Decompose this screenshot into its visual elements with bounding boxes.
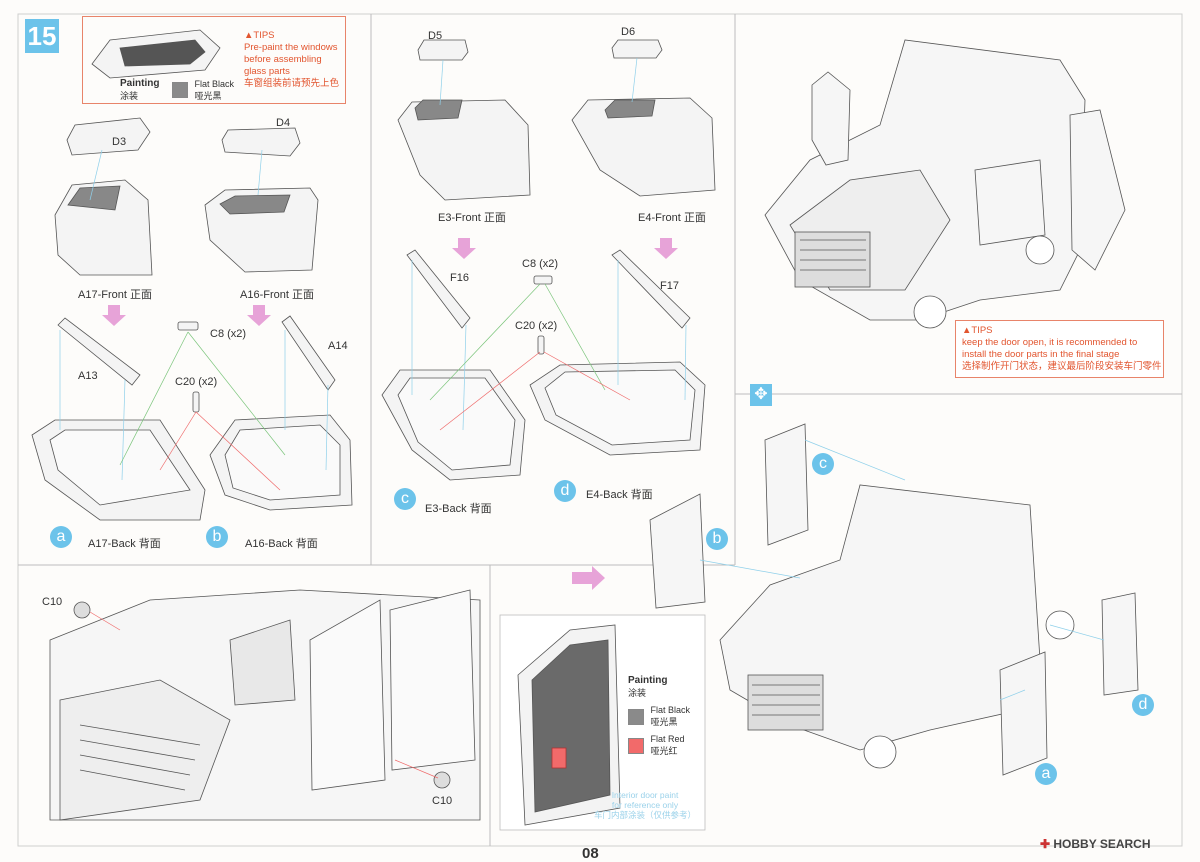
tips-line: 车窗组装前请预先上色 [244,78,340,89]
panel-label-e3-back: E3-Back 背面 [425,503,492,515]
color-name-cn: 哑光黑 [194,90,222,101]
painting-legend-interior: Painting 涂装 Flat Black 哑光黑 Flat Red 哑光红 [628,675,708,757]
part-label-c8-right: C8 (x2) [522,258,559,270]
painting-legend-top: Painting 涂装 Flat Black 哑光黑 [120,78,234,102]
flat-red-swatch [628,737,644,754]
part-label-d5: D5 [428,30,443,42]
marker-d-exploded: d [1132,694,1154,716]
tips-title: ▲TIPS [244,30,275,41]
logo-icon: ✚ [1040,837,1054,851]
marker-b: b [206,526,228,548]
part-label-c10-bottom: C10 [432,795,453,807]
marker-b-exploded: b [706,528,728,550]
color-name-cn: 哑光黑 [650,717,678,727]
open-door-icon: ✥ [750,384,772,406]
tips-line: before assembling [244,54,322,65]
flat-black-swatch [628,708,644,725]
flat-black-swatch [171,82,188,98]
panel-label-a16-back: A16-Back 背面 [245,538,318,550]
part-label-c8-left: C8 (x2) [210,328,247,340]
color-name-cn: 哑光红 [650,746,678,756]
part-label-c20-left: C20 (x2) [175,376,218,388]
reference-line: 车门内部涂装（仅供参考） [593,810,696,820]
part-label-f16: F16 [450,272,469,284]
reference-line: for reference only [611,800,679,810]
tips-box-door: ▲TIPS keep the door open, it is recommen… [955,320,1164,378]
tips-text-windows: ▲TIPS Pre-paint the windows before assem… [244,30,339,90]
marker-d: d [554,480,576,502]
tips-line: keep the door open, it is recommended to [962,337,1138,348]
tips-title: ▲TIPS [962,325,993,336]
color-name: Flat Red [650,734,685,744]
step-number-badge: 15 [25,19,59,53]
painting-title: Painting [628,675,668,686]
panel-label-e4-back: E4-Back 背面 [586,489,653,501]
color-name: Flat Black [650,705,691,715]
part-label-a13: A13 [78,370,98,382]
part-label-c10-top: C10 [42,596,63,608]
part-label-d4: D4 [276,117,291,129]
tips-line: Pre-paint the windows [244,42,338,53]
tips-line: glass parts [244,66,290,77]
marker-c-exploded: c [812,453,834,475]
marker-c: c [394,488,416,510]
color-name: Flat Black [194,78,234,89]
panel-label-a17-front: A17-Front 正面 [78,289,152,301]
watermark-text: HOBBY SEARCH [1053,837,1151,851]
watermark: ✚ HOBBY SEARCH [1040,837,1151,851]
part-label-d3: D3 [112,136,127,148]
tips-box-windows [82,16,346,104]
painting-subtitle: 涂装 [628,688,647,698]
marker-a-exploded: a [1035,763,1057,785]
reference-line: Interior door paint [611,790,679,800]
panel-label-e4-front: E4-Front 正面 [638,212,706,224]
tips-line: 选择制作开门状态，建议最后阶段安装车门零件 [962,361,1162,372]
part-label-f17: F17 [660,280,679,292]
panel-label-a16-front: A16-Front 正面 [240,289,314,301]
panel-label-e3-front: E3-Front 正面 [438,212,506,224]
painting-subtitle: 涂装 [120,91,139,101]
marker-a: a [50,526,72,548]
panel-label-a17-back: A17-Back 背面 [88,538,161,550]
part-label-d6: D6 [621,26,636,38]
part-label-a14: A14 [328,340,348,352]
reference-note: Interior door paint for reference only 车… [585,790,705,820]
page-number: 08 [582,845,599,862]
painting-title: Painting [120,78,160,89]
part-label-c20-right: C20 (x2) [515,320,558,332]
tips-line: install the door parts in the final stag… [962,349,1120,360]
